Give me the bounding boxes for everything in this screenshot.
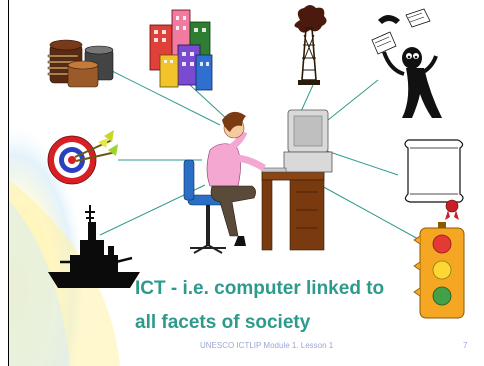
connector-coins bbox=[109, 69, 221, 126]
coins-icon bbox=[47, 39, 114, 88]
left-border-line bbox=[8, 0, 9, 366]
slide-title-line-1: ICT - i.e. computer linked to bbox=[135, 278, 385, 299]
traffic-light-icon bbox=[413, 222, 465, 319]
oil-well-icon bbox=[294, 5, 327, 85]
slide-title-line-2: all facets of society bbox=[135, 312, 311, 333]
telephone-person-icon bbox=[371, 8, 442, 118]
page-number: 7 bbox=[463, 341, 468, 350]
city-buildings-icon bbox=[149, 9, 213, 91]
connector-city bbox=[189, 84, 229, 121]
battleship-icon bbox=[48, 205, 140, 288]
diploma-scroll-icon bbox=[404, 139, 464, 220]
slide-title: ICT - i.e. computer linked to all facets… bbox=[135, 272, 455, 340]
woman-at-computer-icon bbox=[183, 109, 333, 254]
connector-lines bbox=[99, 69, 421, 241]
target-icon bbox=[47, 130, 118, 185]
background-wash bbox=[9, 60, 141, 366]
slide-footer: UNESCO ICTLIP Module 1. Lesson 1 bbox=[200, 341, 334, 350]
connector-traffic bbox=[319, 184, 421, 241]
